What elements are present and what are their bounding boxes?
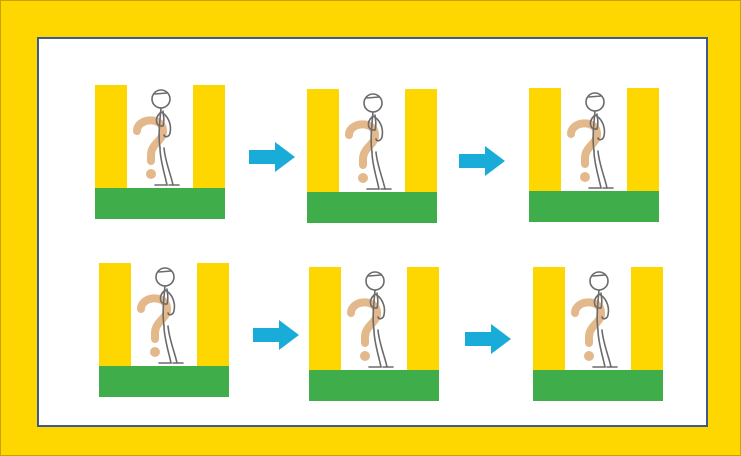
green-base (309, 370, 439, 401)
left-pillar (533, 267, 565, 370)
pit-unit (307, 89, 437, 223)
right-arrow-icon (249, 142, 295, 172)
thinking-person-question-icon (131, 263, 197, 366)
right-pillar (405, 89, 437, 192)
pit-unit (99, 263, 229, 397)
green-base (533, 370, 663, 401)
pit-unit (309, 267, 439, 401)
right-pillar (193, 85, 225, 188)
right-arrow-icon (253, 320, 299, 350)
left-pillar (95, 85, 127, 188)
right-pillar (627, 88, 659, 191)
thinking-person-question-icon (341, 267, 407, 370)
thinking-person-question-icon (561, 88, 627, 191)
green-base (95, 188, 225, 219)
thinking-person-question-icon (565, 267, 631, 370)
left-pillar (307, 89, 339, 192)
right-arrow-icon (459, 146, 505, 176)
right-pillar (631, 267, 663, 370)
left-pillar (99, 263, 131, 366)
right-pillar (407, 267, 439, 370)
right-arrow-icon (465, 324, 511, 354)
green-base (529, 191, 659, 222)
green-base (99, 366, 229, 397)
left-pillar (309, 267, 341, 370)
thinking-person-question-icon (127, 85, 193, 188)
right-pillar (197, 263, 229, 366)
pit-unit (533, 267, 663, 401)
green-base (307, 192, 437, 223)
diagram-panel (37, 37, 708, 427)
thinking-person-question-icon (339, 89, 405, 192)
pit-unit (95, 85, 225, 219)
left-pillar (529, 88, 561, 191)
pit-unit (529, 88, 659, 222)
